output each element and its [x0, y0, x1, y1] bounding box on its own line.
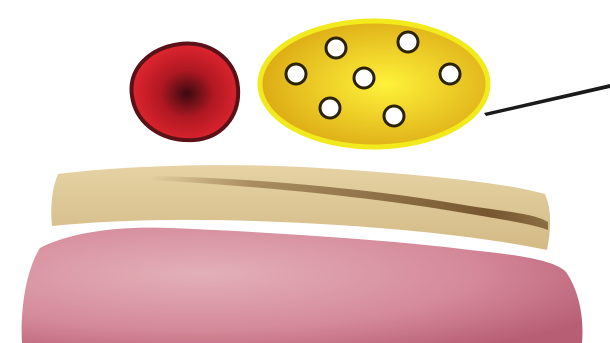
vacuole — [354, 68, 374, 88]
vacuole — [320, 98, 340, 118]
vacuole — [286, 64, 306, 84]
vacuole — [326, 38, 346, 58]
vacuole — [384, 106, 404, 126]
pointer-line — [484, 84, 610, 116]
yellow-cell-with-vacuoles — [260, 21, 488, 147]
red-cell — [132, 43, 239, 140]
vacuole — [440, 64, 460, 84]
pink-tissue-base — [22, 228, 583, 343]
vacuole — [398, 32, 418, 52]
